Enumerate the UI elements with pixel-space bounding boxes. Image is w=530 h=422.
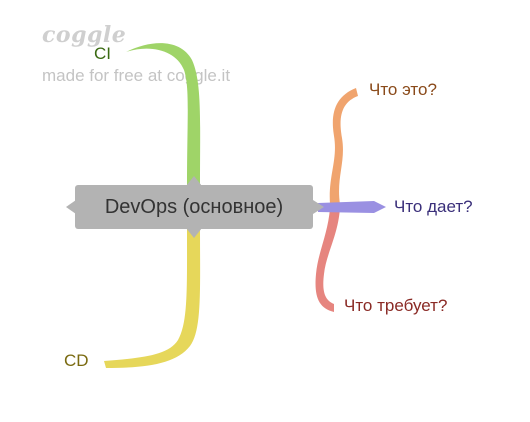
center-node-label: DevOps (основное) [104, 195, 284, 218]
node-what[interactable]: Что это? [369, 80, 437, 99]
node-gives[interactable]: Что дает? [394, 197, 473, 216]
branch-cd[interactable] [104, 228, 201, 368]
node-connector-right [313, 200, 324, 214]
branch-what[interactable] [329, 88, 358, 204]
node-connector-left [66, 200, 76, 214]
node-requires[interactable]: Что требует? [344, 296, 448, 315]
branch-requires[interactable] [315, 208, 340, 312]
center-node[interactable]: DevOps (основное) [75, 185, 313, 229]
node-connector-bottom [186, 228, 202, 238]
node-connector-top [186, 176, 202, 186]
node-ci[interactable]: CI [94, 44, 111, 63]
branch-gives[interactable] [318, 201, 386, 213]
coggle-logo: coggle [42, 22, 127, 48]
branch-ci[interactable] [126, 43, 201, 186]
node-cd[interactable]: CD [64, 351, 89, 370]
watermark-text: made for free at coggle.it [42, 66, 231, 85]
